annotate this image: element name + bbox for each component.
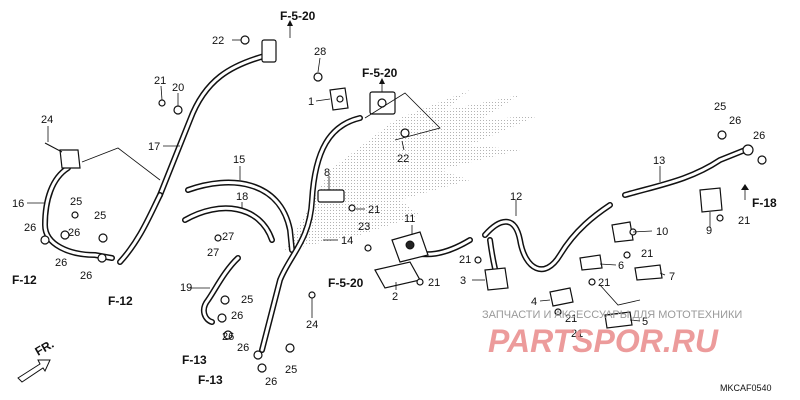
hose-15	[185, 179, 295, 253]
callout-21: 21	[428, 277, 440, 289]
callout-14: 14	[341, 235, 353, 247]
callout-24: 24	[306, 319, 318, 331]
callout-21: 21	[598, 277, 610, 289]
callout-16: 16	[12, 198, 24, 210]
clamp-4	[549, 287, 574, 307]
hose-16-left	[42, 165, 115, 261]
callout-22: 22	[397, 153, 409, 165]
watermark-brand: PARTSPOR.RU	[488, 323, 719, 359]
ref-f5-20-low: F-5-20	[328, 276, 364, 290]
callout-21: 21	[738, 215, 750, 227]
callout-2: 2	[392, 291, 398, 303]
ref-f18: F-18	[752, 196, 777, 210]
callout-21: 21	[154, 75, 166, 87]
joint-upper-center	[369, 91, 396, 115]
joint-left-tee	[44, 142, 81, 169]
joint-8	[317, 189, 345, 203]
watermark-tagline: ЗАПЧАСТИ И АКСЕССУАРЫ ДЛЯ МОТОТЕХНИКИ	[482, 309, 742, 321]
callout-26: 26	[231, 310, 243, 322]
callout-25: 25	[70, 196, 82, 208]
hose-14	[259, 115, 363, 353]
callout-21: 21	[459, 254, 471, 266]
callout-21: 21	[368, 204, 380, 216]
callout-26: 26	[55, 257, 67, 269]
clamp-6	[579, 254, 603, 271]
clamp-5	[604, 311, 633, 329]
hose-main-left	[117, 192, 163, 265]
clamp-3	[484, 267, 509, 291]
ref-fr: FR.	[33, 337, 57, 359]
callout-26: 26	[237, 342, 249, 354]
hose-19	[200, 255, 241, 325]
callout-13: 13	[653, 155, 665, 167]
callout-25: 25	[241, 294, 253, 306]
callout-10: 10	[656, 226, 668, 238]
callout-21: 21	[571, 328, 583, 340]
callout-26: 26	[265, 376, 277, 388]
ref-f5-20-top: F-5-20	[280, 9, 316, 23]
ref-f13-a: F-13	[182, 353, 207, 367]
fastener-group	[40, 35, 767, 373]
callout-23: 23	[358, 221, 370, 233]
callout-21: 21	[565, 313, 577, 325]
bracket-9	[699, 187, 723, 213]
leader-lines	[27, 39, 711, 322]
ref-arrow-up-mid	[379, 78, 385, 92]
callout-3: 3	[460, 275, 466, 287]
hose-18	[182, 205, 275, 243]
diagram-code: MKCAF0540	[720, 383, 772, 393]
hose-12	[482, 202, 613, 273]
wing-emblem-background	[285, 90, 540, 250]
callout-19: 19	[180, 282, 192, 294]
callout-26: 26	[729, 115, 741, 127]
callout-12: 12	[510, 191, 522, 203]
callout-1: 1	[308, 96, 314, 108]
bracket-1	[329, 87, 349, 111]
hose-17-upper	[157, 52, 271, 198]
callout-4: 4	[531, 296, 537, 308]
callout-25: 25	[285, 364, 297, 376]
callout-labels: 22 28 1 21 20 24 17 15 18 16 25 25 26 26…	[12, 35, 765, 388]
bracket-2	[374, 261, 421, 289]
fitting-top-17	[261, 39, 277, 63]
clamp-7	[634, 264, 663, 281]
callout-26: 26	[753, 130, 765, 142]
callout-22: 22	[212, 35, 224, 47]
hose-13	[622, 147, 748, 198]
watermark: ЗАПЧАСТИ И АКСЕССУАРЫ ДЛЯ МОТОТЕХНИКИ PA…	[482, 309, 742, 359]
callout-25: 25	[94, 210, 106, 222]
ref-arrow-f18	[741, 184, 749, 200]
ref-f12-low: F-12	[108, 294, 133, 308]
guide-zigzag	[81, 92, 641, 306]
callout-8: 8	[324, 167, 330, 179]
callout-26: 26	[68, 227, 80, 239]
callout-26: 26	[222, 331, 234, 343]
callout-17: 17	[148, 141, 160, 153]
callout-7: 7	[669, 271, 675, 283]
callout-5: 5	[642, 316, 648, 328]
callout-27: 27	[222, 231, 234, 243]
callout-18: 18	[236, 191, 248, 203]
callout-27: 27	[207, 247, 219, 259]
callout-21: 21	[641, 248, 653, 260]
ref-f5-20-mid: F-5-20	[362, 66, 398, 80]
callout-20: 20	[172, 82, 184, 94]
ref-f12-left: F-12	[12, 273, 37, 287]
joint-11	[391, 231, 429, 263]
callout-11: 11	[404, 213, 415, 225]
fr-direction-arrow	[17, 359, 51, 383]
callout-24: 24	[41, 114, 53, 126]
callout-15: 15	[233, 154, 245, 166]
callout-6: 6	[618, 260, 624, 272]
clamp-10	[611, 221, 634, 243]
callout-25: 25	[714, 101, 726, 113]
ref-arrow-up-top	[287, 20, 293, 38]
callout-26: 26	[80, 270, 92, 282]
callout-26: 26	[24, 222, 36, 234]
callout-28: 28	[314, 46, 326, 58]
callout-9: 9	[706, 225, 712, 237]
ref-f13-b: F-13	[198, 373, 223, 387]
